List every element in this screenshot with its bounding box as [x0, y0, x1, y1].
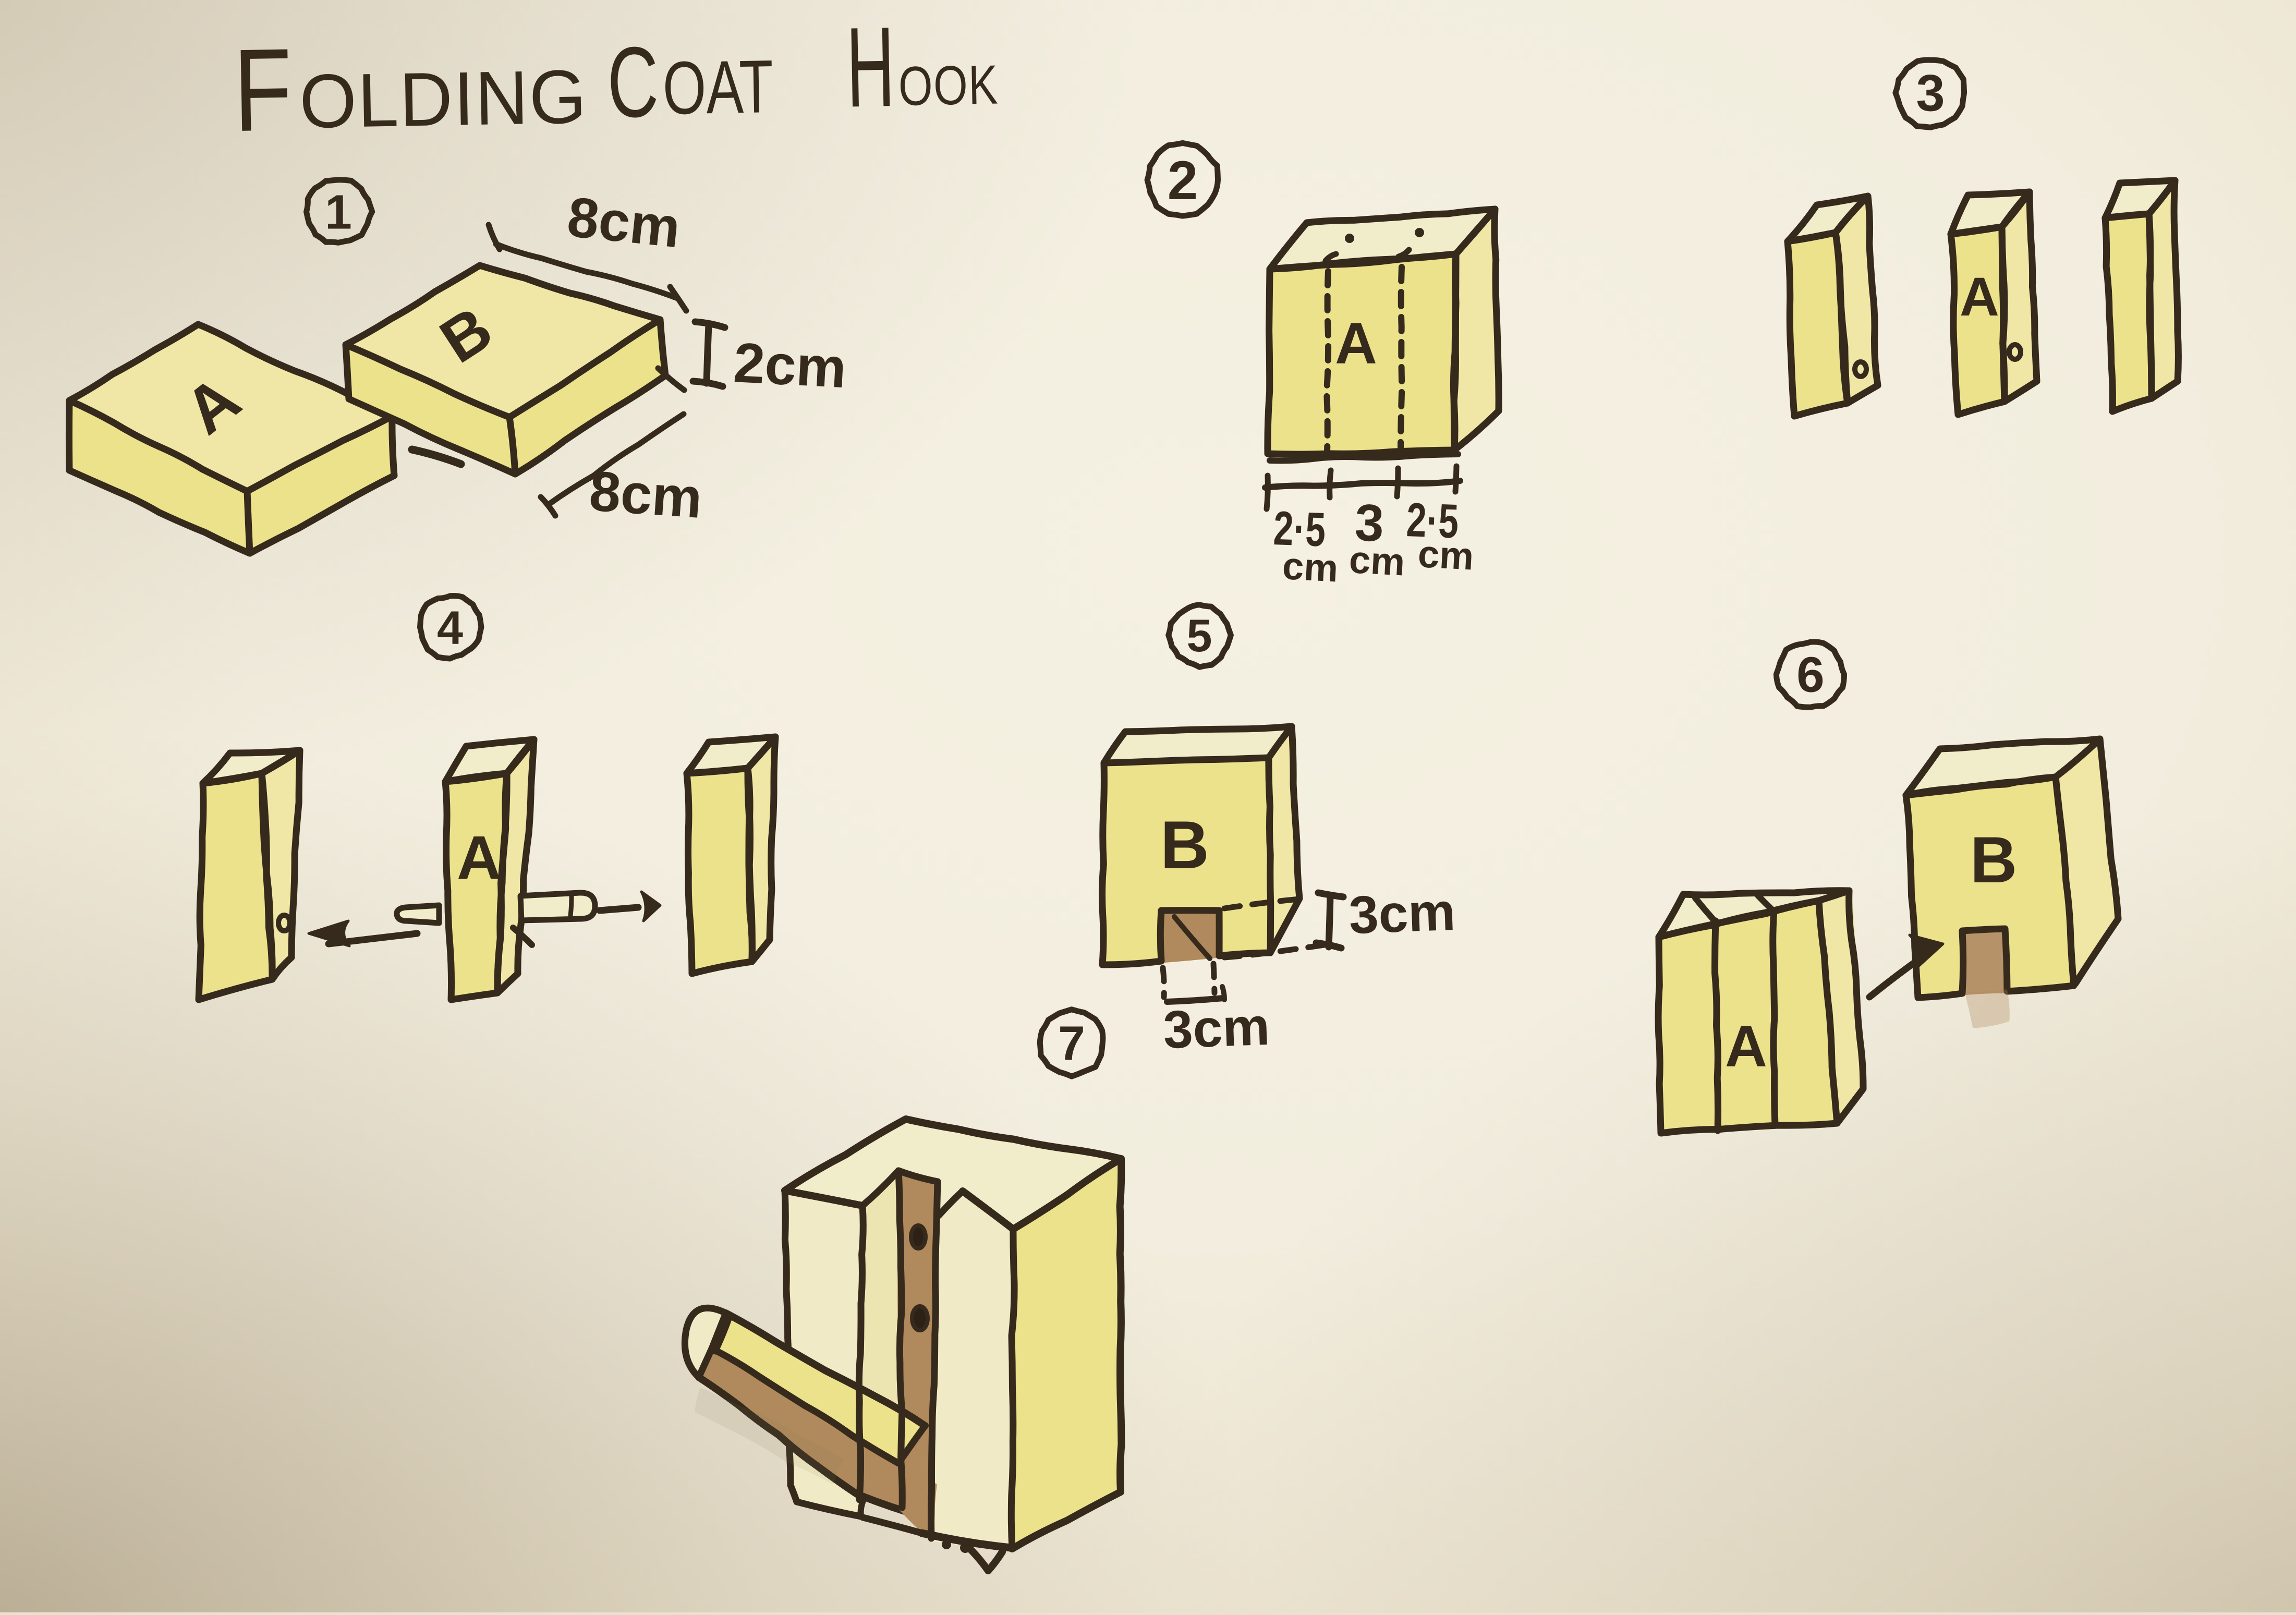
svg-text:cm: cm	[1348, 538, 1406, 584]
svg-text:A: A	[1960, 266, 1999, 327]
svg-text:A: A	[1725, 1014, 1767, 1079]
svg-text:cm: cm	[1417, 532, 1475, 578]
svg-text:3: 3	[1916, 64, 1945, 122]
svg-text:cm: cm	[1281, 544, 1339, 590]
svg-text:3cm: 3cm	[1348, 882, 1456, 945]
svg-text:4: 4	[437, 602, 463, 654]
svg-text:3: 3	[1354, 493, 1385, 553]
svg-text:8cm: 8cm	[587, 459, 704, 530]
svg-text:B: B	[1970, 824, 2017, 896]
svg-text:3cm: 3cm	[1162, 997, 1271, 1060]
svg-text:H: H	[845, 4, 895, 131]
svg-text:2: 2	[1168, 150, 1198, 211]
svg-text:2·5: 2·5	[1272, 502, 1326, 556]
svg-text:OLDING: OLDING	[299, 54, 588, 144]
svg-text:F: F	[233, 23, 293, 156]
svg-text:5: 5	[1187, 610, 1212, 661]
svg-text:2·5: 2·5	[1405, 493, 1459, 548]
svg-text:2cm: 2cm	[732, 331, 848, 399]
svg-text:1: 1	[325, 185, 352, 239]
svg-text:A: A	[1335, 311, 1377, 376]
svg-text:OOK: OOK	[898, 54, 999, 117]
svg-text:8cm: 8cm	[565, 185, 684, 260]
svg-text:A: A	[457, 823, 501, 892]
svg-text:6: 6	[1796, 647, 1824, 703]
svg-text:OAT: OAT	[662, 44, 774, 130]
svg-text:C: C	[606, 26, 660, 139]
svg-text:B: B	[1160, 807, 1209, 883]
svg-text:7: 7	[1058, 1016, 1085, 1071]
